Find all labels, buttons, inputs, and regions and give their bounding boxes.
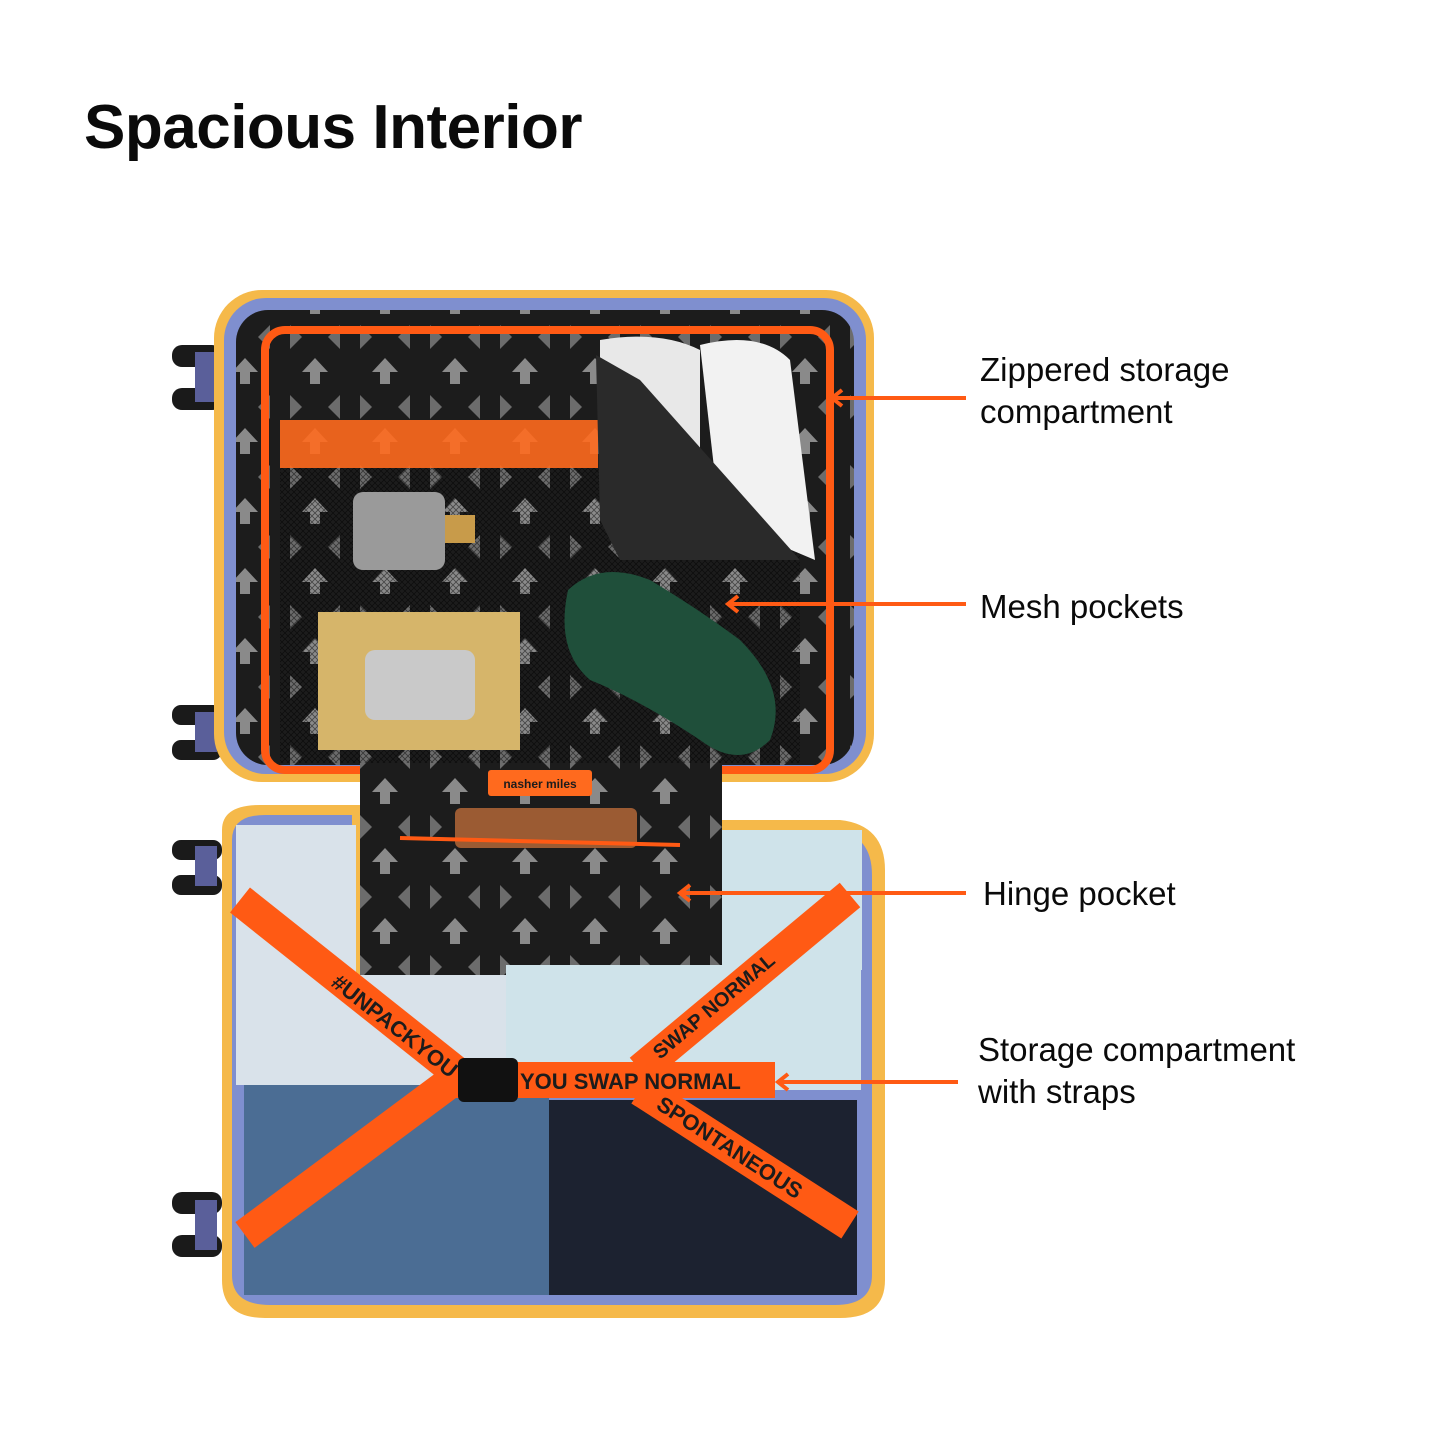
arrow-head-icon [774,1072,790,1092]
brand-tag [488,770,592,796]
top-shell [214,290,874,782]
page-title: Spacious Interior [84,93,582,162]
callout-line: Zippered storage [980,351,1230,388]
callout-line: with straps [978,1073,1136,1110]
wheel-icon [172,345,222,1257]
callout-line: compartment [980,393,1173,430]
arrow-head-icon [828,388,844,408]
buckle-icon [458,1058,518,1102]
callout-line: Mesh pockets [980,588,1184,625]
strap-text-horizontal: YOU SWAP NORMAL [520,1069,741,1094]
arrow-head-icon [724,594,740,614]
callout-mesh-pockets: Mesh pockets [980,586,1184,628]
hinge-pocket: nasher miles [360,765,722,975]
arrow-head-icon [676,883,692,903]
brand-tag-text: nasher miles [503,777,577,791]
callout-hinge-pocket: Hinge pocket [983,873,1176,915]
callout-line: Storage compartment [978,1031,1296,1068]
callout-storage-straps: Storage compartment with straps [978,1029,1295,1113]
callout-line: Hinge pocket [983,875,1176,912]
callout-zippered-storage: Zippered storage compartment [980,349,1229,433]
